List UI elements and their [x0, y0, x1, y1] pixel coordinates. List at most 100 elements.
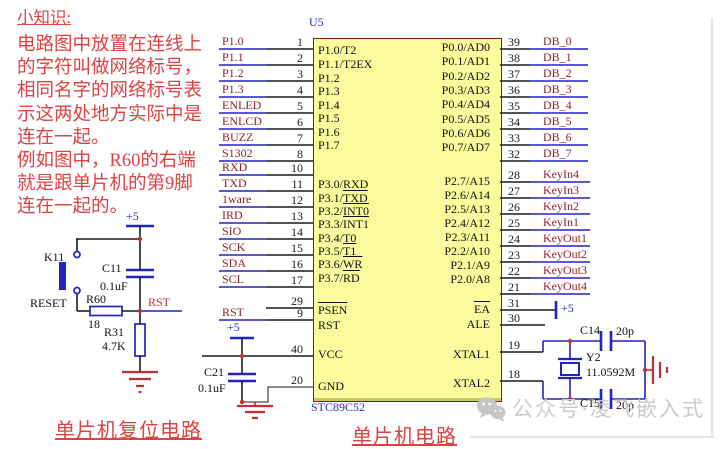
net-label: KeyOut4 — [543, 280, 587, 293]
chip-pin-name: P2.3/A11 — [388, 231, 490, 244]
pin-number-text: 19 — [508, 338, 520, 352]
pin-number: 24 — [508, 233, 520, 246]
crystal-value: 11.0592M — [586, 365, 636, 379]
resistor-refdes: R31 — [104, 325, 125, 339]
chip-pin-name: P3.5/T1 — [318, 245, 356, 258]
chip-pin-name: P1.0/T2 — [318, 44, 356, 57]
pin-number-text: 16 — [291, 257, 303, 271]
pin-number: 6 — [230, 116, 303, 129]
cap-value: 20p — [616, 398, 634, 412]
chip-pin-name: P0.5/AD5 — [388, 113, 490, 126]
net-label: P1.1 — [222, 51, 244, 64]
wechat-icon — [477, 397, 506, 422]
net-label-text: P1.1 — [222, 50, 244, 64]
pushbutton-terminal — [73, 286, 81, 295]
pin-number: 15 — [230, 242, 303, 255]
net-label: RST — [222, 306, 244, 319]
pin-number-text: 4 — [297, 83, 303, 97]
pin-number: 8 — [230, 148, 303, 161]
pin-number-text: 7 — [297, 131, 303, 145]
chip-pin-name-text: P0.1/AD1 — [441, 54, 490, 68]
net-label: DB_4 — [543, 99, 572, 112]
pin-number-text: 22 — [508, 264, 520, 278]
annotation-line: 就是跟单片机的第9脚 — [17, 174, 193, 195]
pin-number: 19 — [508, 339, 520, 352]
net-label-text: S1302 — [222, 146, 253, 160]
chip-pin-name-text: P3.0/RXD — [318, 177, 369, 191]
chip-refdes: U5 — [309, 15, 324, 29]
net-label: DB_3 — [543, 83, 572, 96]
junction-dot — [642, 367, 648, 373]
net-label: ENLCD — [222, 115, 262, 128]
pin-number-text: 14 — [291, 225, 303, 239]
pin-number: 34 — [508, 116, 520, 129]
net-label-text: TXD — [222, 176, 247, 190]
cap-value: 20p — [616, 324, 634, 338]
pin-number-text: 30 — [508, 311, 520, 325]
chip-pin-name-text: P2.3/A11 — [444, 230, 490, 244]
caption-mcu-circuit: 单片机电路 — [352, 426, 457, 448]
pin-number: 26 — [508, 201, 520, 214]
chip-pin-name-text: P0.0/AD0 — [441, 40, 490, 54]
chip-pin-name-text: P0.6/AD6 — [441, 126, 490, 140]
pin-number: 23 — [508, 249, 520, 262]
cap-value: 0.1uF — [198, 381, 226, 395]
net-label: DB_7 — [543, 147, 572, 160]
net-label-text: IRD — [222, 208, 243, 222]
chip-pin-name: GND — [318, 380, 344, 393]
annotation-note: 小知识: 电路图中放置在连线上 的字符叫做网络标号， 相同名字的网络标号表 示这… — [17, 8, 202, 220]
pin-number: 1 — [230, 36, 303, 49]
pin-number-text: 25 — [508, 216, 520, 230]
chip-pin-name-text: WR — [343, 257, 363, 271]
pin-number-text: 35 — [508, 99, 520, 113]
ground-symbol — [122, 370, 158, 394]
chip-pin-name-text: P3.4/T0 — [318, 231, 357, 245]
pin-number-text: 33 — [508, 131, 520, 145]
resistor-refdes: R60 — [86, 292, 107, 306]
pin-number: 32 — [508, 148, 520, 161]
net-label: SIO — [222, 225, 241, 238]
chip-pin-name: P0.6/AD6 — [388, 127, 490, 140]
net-label-text: SCL — [222, 272, 245, 286]
chip-pin-name: P2.4/A12 — [388, 217, 490, 230]
net-label-text: ENLED — [222, 98, 262, 112]
key-caption: RESET — [30, 296, 67, 310]
pin-number: 33 — [508, 132, 520, 145]
net-label: KeyOut2 — [543, 248, 587, 261]
annotation-line: 电路图中放置在连线上 — [17, 35, 203, 55]
pin-number-text: 9 — [297, 306, 303, 320]
pin-number-text: 8 — [297, 147, 303, 161]
reset-circuit-graphics — [59, 224, 182, 394]
chip-pin-name: P1.1/T2EX — [318, 58, 372, 71]
net-label: KeyIn2 — [543, 200, 579, 213]
pin-number-text: 28 — [508, 168, 520, 182]
annotation-line: 连在一起的。 — [17, 197, 129, 218]
chip-pin-name: P0.1/AD1 — [388, 55, 490, 68]
screen-edge-artifacts — [470, 18, 714, 438]
pin-number: 13 — [230, 210, 303, 223]
net-label-text: KeyIn3 — [543, 183, 579, 197]
pin-number-text: 34 — [508, 115, 520, 129]
net-label: KeyOut1 — [543, 232, 587, 245]
pin-number: 22 — [508, 265, 520, 278]
pin-number: 25 — [508, 217, 520, 230]
chip-pin-name: P3.2/INT0 — [318, 205, 369, 218]
resistor-r31 — [134, 323, 146, 357]
pin-number: 16 — [230, 258, 303, 271]
chip-pin-name-text: P3.2/ — [318, 204, 344, 218]
pin-number-text: 15 — [291, 241, 303, 255]
net-label-text: DB_1 — [543, 50, 572, 64]
net-label: KeyOut3 — [543, 264, 587, 277]
cap-refdes: C15 — [580, 396, 601, 410]
pin-number: 17 — [230, 274, 303, 287]
net-label-text: RXD — [222, 160, 248, 174]
pin-number: 36 — [508, 84, 520, 97]
key-refdes: K11 — [44, 250, 65, 264]
net-label: DB_0 — [543, 35, 572, 48]
net-label: P1.0 — [222, 35, 244, 48]
pushbutton-terminal — [73, 250, 81, 259]
pin-number-text: 10 — [291, 161, 303, 175]
pin-number: 10 — [230, 162, 303, 175]
pin-number-text: 40 — [291, 342, 303, 356]
